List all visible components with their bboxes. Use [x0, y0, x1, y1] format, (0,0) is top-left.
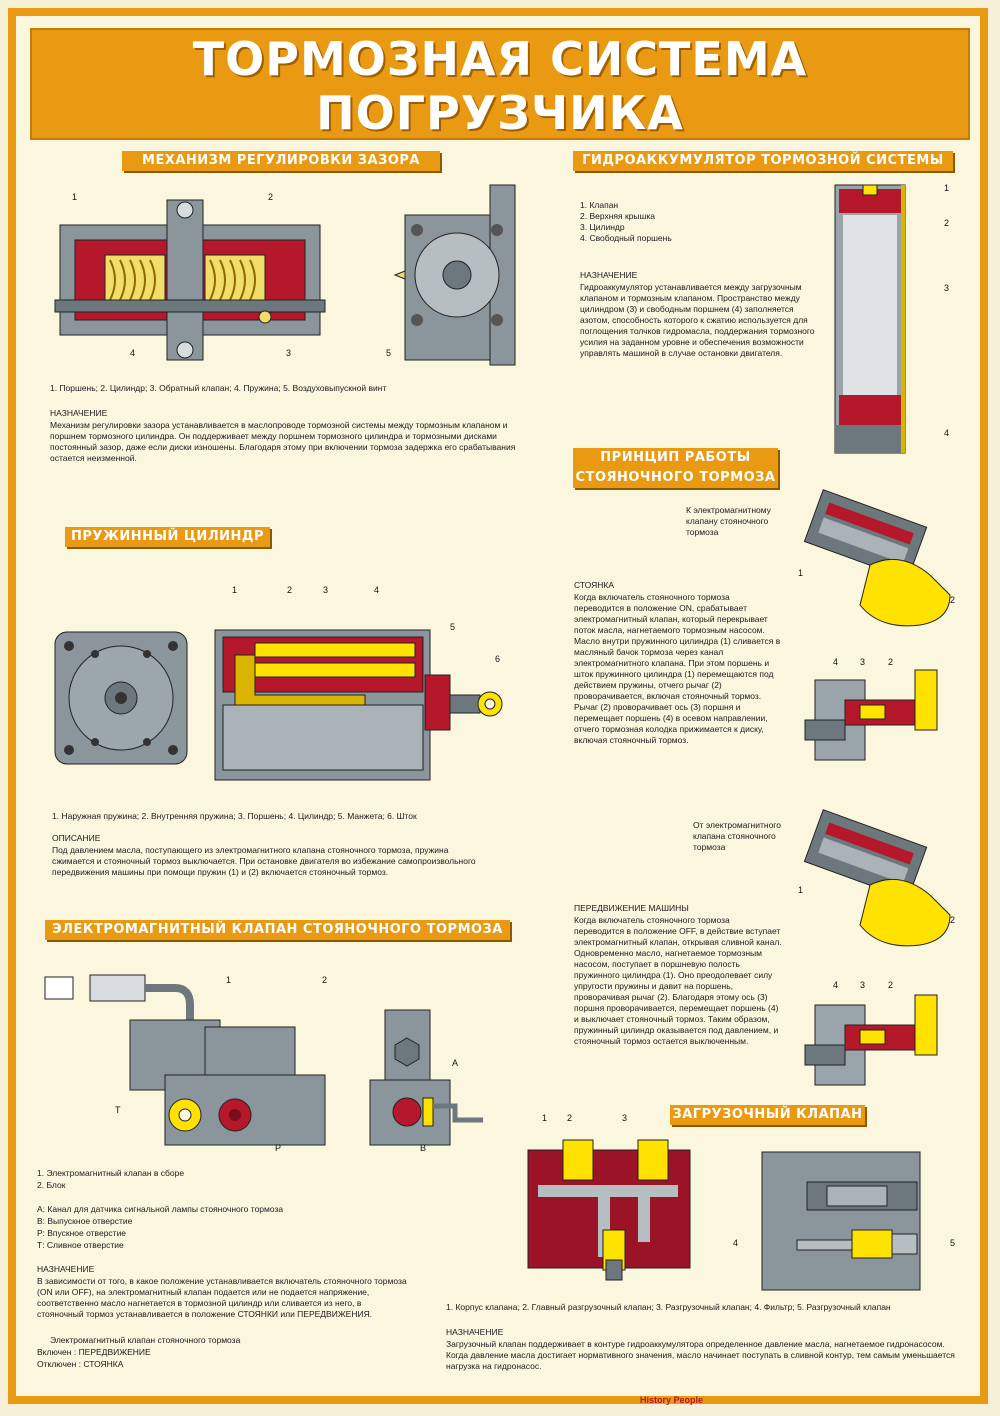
accum-callout-1: 1	[944, 183, 950, 193]
unl-callout-4: 4	[733, 1238, 739, 1248]
footer-brand: History People	[640, 1395, 704, 1405]
spring-callout-3: 3	[323, 585, 329, 595]
park-callout-2: 2	[950, 595, 956, 605]
parking-brake-top-1	[803, 489, 951, 627]
spring-callout-1: 1	[232, 585, 238, 595]
accum-purpose-label: НАЗНАЧЕНИЕ	[580, 270, 638, 280]
spring-cylinder-section	[214, 629, 503, 781]
parking-note-2: От электромагнитного клапана стояночного…	[693, 820, 781, 852]
spring-callout-4: 4	[374, 585, 380, 595]
accum-header: ГИДРОАККУМУЛЯТОР ТОРМОЗНОЙ СИСТЕМЫ	[573, 151, 953, 171]
unl-callout-5: 5	[950, 1238, 956, 1248]
gap-legend: 1. Поршень; 2. Цилиндр; 3. Обратный клап…	[50, 383, 387, 393]
parking-stand: Когда включатель стояночного тормоза пер…	[574, 592, 781, 745]
spring-desc: Под давлением масла, поступающего из эле…	[52, 845, 476, 877]
spring-callout-6: 6	[495, 654, 501, 664]
sol-callout-P: P	[275, 1143, 282, 1153]
gap-mechanism-side-view	[393, 184, 516, 366]
park-callout-4a: 4	[833, 657, 839, 667]
spring-desc-label: ОПИСАНИЕ	[52, 833, 101, 843]
park-callout-4b: 4	[833, 980, 839, 990]
spring-header: ПРУЖИННЫЙ ЦИЛИНДР	[65, 527, 270, 547]
park-callout-2c: 2	[888, 980, 894, 990]
gap-callout-2: 2	[268, 192, 274, 202]
unload-legend: 1. Корпус клапана; 2. Главный разгрузочн…	[446, 1302, 891, 1312]
gap-callout-1: 1	[72, 192, 78, 202]
sol-port-P: Р: Впускное отверстие	[37, 1228, 127, 1238]
parking-stand-label: СТОЯНКА	[574, 580, 614, 590]
parking-header-line1: ПРИНЦИП РАБОТЫ	[600, 450, 751, 465]
spring-callout-5: 5	[450, 622, 456, 632]
unload-purpose-label: НАЗНАЧЕНИЕ	[446, 1327, 504, 1337]
park-callout-1b: 1	[798, 885, 804, 895]
parking-note-1: К электромагнитному клапану стояночного …	[686, 505, 771, 537]
gap-callout-3: 3	[286, 348, 292, 358]
parking-brake-detail-1	[804, 669, 938, 761]
accum-item-3: 3. Цилиндр	[580, 222, 625, 232]
sol-port-A: А: Канал для датчика сигнальной лампы ст…	[37, 1204, 284, 1214]
unload-header: ЗАГРУЗОЧНЫЙ КЛАПАН	[670, 1105, 865, 1125]
parking-brake-detail-2	[804, 994, 938, 1086]
unload-purpose: Загрузочный клапан поддерживает в контур…	[446, 1339, 955, 1371]
sol-callout-2: 2	[322, 975, 328, 985]
park-callout-3a: 3	[860, 657, 866, 667]
solenoid-valve-drawing	[44, 974, 326, 1146]
sol-callout-T: T	[115, 1105, 121, 1115]
parking-move: Когда включатель стояночного тормоза пер…	[574, 915, 782, 1046]
sol-callout-B: B	[420, 1143, 427, 1153]
sol-state-label: Электромагнитный клапан стояночного торм…	[50, 1335, 241, 1345]
accumulator-drawing	[834, 184, 906, 454]
spring-cylinder-front-view	[54, 631, 188, 765]
unloader-valve-section	[527, 1139, 691, 1281]
sol-port-T: Т: Сливное отверстие	[37, 1240, 124, 1250]
parking-header-line2: СТОЯНОЧНОГО ТОРМОЗА	[575, 470, 776, 485]
sol-state-off: Отключен : СТОЯНКА	[37, 1359, 124, 1369]
unl-callout-2: 2	[567, 1113, 573, 1123]
sol-callout-A: A	[452, 1058, 459, 1068]
accum-item-2: 2. Верхняя крышка	[580, 211, 655, 221]
accum-item-1: 1. Клапан	[580, 200, 619, 210]
gap-purpose-label: НАЗНАЧЕНИЕ	[50, 408, 108, 418]
accum-purpose: Гидроаккумулятор устанавливается между з…	[580, 282, 815, 358]
title-line-1: ТОРМОЗНАЯ СИСТЕМА	[192, 32, 808, 86]
solenoid-valve-side	[369, 1009, 483, 1146]
gap-callout-4: 4	[130, 348, 136, 358]
spring-callout-2: 2	[287, 585, 293, 595]
sol-callout-1: 1	[226, 975, 232, 985]
sol-purpose: В зависимости от того, в какое положение…	[37, 1276, 407, 1319]
accum-callout-2: 2	[944, 218, 950, 228]
parking-header: ПРИНЦИП РАБОТЫ СТОЯНОЧНОГО ТОРМОЗА	[573, 448, 778, 488]
solenoid-header: ЭЛЕКТРОМАГНИТНЫЙ КЛАПАН СТОЯНОЧНОГО ТОРМ…	[45, 920, 510, 940]
park-callout-2a: 2	[888, 657, 894, 667]
parking-brake-top-2	[803, 809, 951, 947]
title-line-2: ПОГРУЗЧИКА	[316, 86, 684, 140]
sol-item-2: 2. Блок	[37, 1180, 66, 1190]
accum-callout-4: 4	[944, 428, 950, 438]
sol-state-on: Включен : ПЕРЕДВИЖЕНИЕ	[37, 1347, 151, 1357]
sol-item-1: 1. Электромагнитный клапан в сборе	[37, 1168, 185, 1178]
accum-item-4: 4. Свободный поршень	[580, 233, 672, 243]
sol-purpose-label: НАЗНАЧЕНИЕ	[37, 1264, 95, 1274]
park-callout-1: 1	[798, 568, 804, 578]
unloader-valve-top	[761, 1151, 921, 1291]
gap-header: МЕХАНИЗМ РЕГУЛИРОВКИ ЗАЗОРА	[122, 151, 440, 171]
parking-move-label: ПЕРЕДВИЖЕНИЕ МАШИНЫ	[574, 903, 689, 913]
gap-purpose: Механизм регулировки зазора устанавливае…	[50, 420, 516, 463]
title-banner: ТОРМОЗНАЯ СИСТЕМА ПОГРУЗЧИКА	[30, 28, 970, 140]
park-callout-3b: 3	[860, 980, 866, 990]
unl-callout-3: 3	[622, 1113, 628, 1123]
accum-callout-3: 3	[944, 283, 950, 293]
gap-mechanism-drawing	[54, 199, 326, 361]
park-callout-2b: 2	[950, 915, 956, 925]
unl-callout-1: 1	[542, 1113, 548, 1123]
gap-callout-5: 5	[386, 348, 392, 358]
spring-legend: 1. Наружная пружина; 2. Внутренняя пружи…	[52, 811, 417, 821]
sol-port-B: В: Выпускное отверстие	[37, 1216, 133, 1226]
